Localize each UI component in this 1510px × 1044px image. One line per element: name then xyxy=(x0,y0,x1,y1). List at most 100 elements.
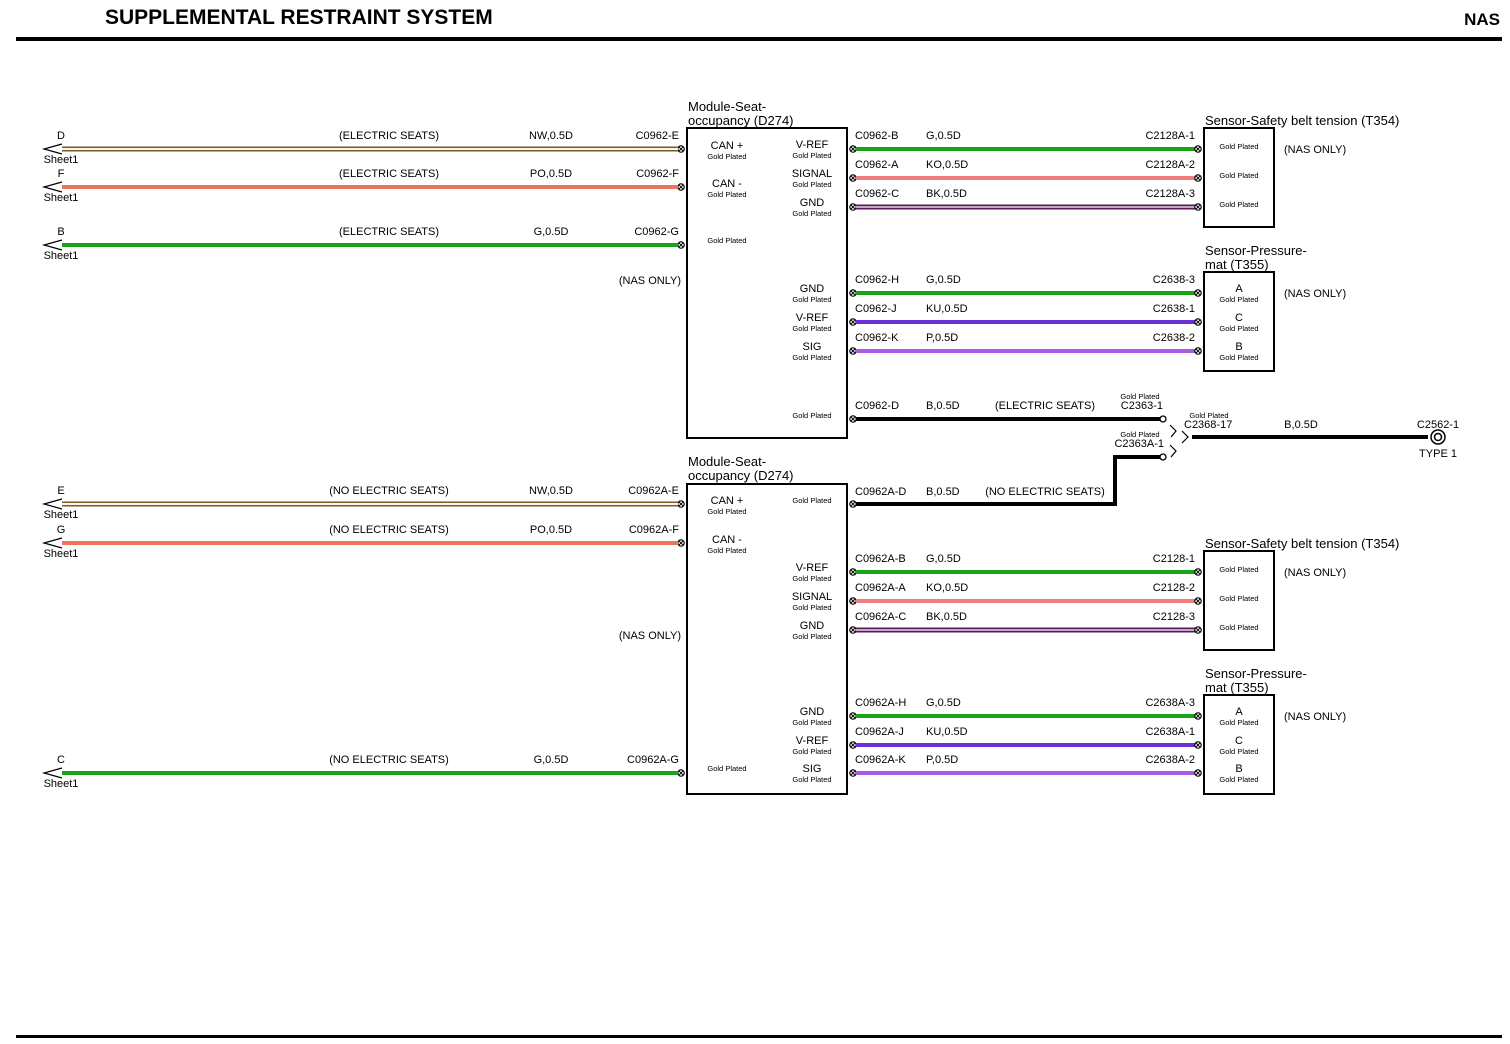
module-right-terminal-x2 xyxy=(850,319,856,325)
wire-code: PO,0.5D xyxy=(530,524,572,536)
sensor-belt-tension-box xyxy=(1203,550,1275,651)
connector-label: C2368-17 xyxy=(1184,419,1232,431)
sensor-terminal-x2 xyxy=(1195,598,1201,604)
module-left-terminal-x2 xyxy=(678,540,684,546)
module-right-terminal-x2 xyxy=(850,501,856,507)
splice-bracket xyxy=(1169,444,1177,458)
module-pin-name: GND xyxy=(800,706,825,718)
ground-terminal xyxy=(1159,453,1167,461)
wire-note: (ELECTRIC SEATS) xyxy=(339,226,439,238)
connector-label: C2638A-2 xyxy=(1145,754,1195,766)
sheet-ref-label: Sheet1 xyxy=(44,778,79,790)
module-pin-name: GND xyxy=(800,197,825,209)
gold-plated-label: Gold Plated xyxy=(792,324,831,333)
sheet-ref-label: Sheet1 xyxy=(44,154,79,166)
sheet-ref-label: Sheet1 xyxy=(44,192,79,204)
gold-plated-label: Gold Plated xyxy=(1219,353,1258,362)
market-label: NAS xyxy=(1464,10,1500,29)
gold-plated-label: Gold Plated xyxy=(707,152,746,161)
nas-only-label: (NAS ONLY) xyxy=(1284,288,1346,300)
module-pin-name: CAN - xyxy=(712,534,742,546)
module-pin-name: GND xyxy=(800,620,825,632)
connector-label: C0962-K xyxy=(855,332,899,344)
gold-plated-label: Gold Plated xyxy=(792,151,831,160)
connector-label: C0962-C xyxy=(855,188,899,200)
gold-plated-label: Gold Plated xyxy=(707,546,746,555)
sheet-ref-letter: E xyxy=(57,485,64,497)
module-right-terminal-x2 xyxy=(850,416,856,422)
gold-plated-label: Gold Plated xyxy=(1120,392,1159,401)
gold-plated-label: Gold Plated xyxy=(792,747,831,756)
module-pin-name: SIG xyxy=(803,341,822,353)
sensor-title-line: Sensor-Safety belt tension (T354) xyxy=(1205,113,1399,128)
gold-plated-label: Gold Plated xyxy=(792,209,831,218)
sensor-title-line: Sensor-Pressure- xyxy=(1205,243,1307,258)
sheet-ref-label: Sheet1 xyxy=(44,509,79,521)
module-right-terminal-x2 xyxy=(850,627,856,633)
sensor-title-line: Sensor-Pressure- xyxy=(1205,666,1307,681)
module-left-terminal-x2 xyxy=(678,770,684,776)
gold-plated-label: Gold Plated xyxy=(1219,594,1258,603)
module-right-terminal-x2 xyxy=(850,569,856,575)
sheet-ref-letter: G xyxy=(57,524,66,536)
sensor-title-line: mat (T355) xyxy=(1205,680,1269,695)
connector-label: C0962-G xyxy=(634,226,679,238)
ground-type-label: TYPE 1 xyxy=(1419,448,1457,460)
sensor-pressure-mat-box xyxy=(1203,694,1275,795)
sensor-terminal-x2 xyxy=(1195,770,1201,776)
module-pin-name: CAN - xyxy=(712,178,742,190)
sheet-arrow-icon xyxy=(41,181,63,193)
wire-code: B,0.5D xyxy=(926,486,960,498)
gold-plated-label: Gold Plated xyxy=(707,764,746,773)
connector-label: C0962A-B xyxy=(855,553,906,565)
gold-plated-label: Gold Plated xyxy=(707,190,746,199)
connector-label: C2638-3 xyxy=(1153,274,1195,286)
sensor-pin-name: B xyxy=(1235,763,1242,775)
sensor-pin-name: C xyxy=(1235,735,1243,747)
sensor-terminal-x2 xyxy=(1195,627,1201,633)
module-title-line: Module-Seat- xyxy=(688,454,766,469)
module-title-line: occupancy (D274) xyxy=(688,468,794,483)
connector-label: C2128-1 xyxy=(1153,553,1195,565)
module-left-terminal-x2 xyxy=(678,242,684,248)
connector-label: C2128-3 xyxy=(1153,611,1195,623)
module-pin-name: CAN + xyxy=(711,495,744,507)
gold-plated-label: Gold Plated xyxy=(1219,565,1258,574)
sensor-terminal-x2 xyxy=(1195,348,1201,354)
module-right-terminal-x2 xyxy=(850,742,856,748)
wire-code: G,0.5D xyxy=(926,553,961,565)
gold-plated-label: Gold Plated xyxy=(1219,200,1258,209)
connector-label: C2128-2 xyxy=(1153,582,1195,594)
sensor-terminal-x2 xyxy=(1195,204,1201,210)
wire-code: B,0.5D xyxy=(1284,419,1318,431)
module-title-line: Module-Seat- xyxy=(688,99,766,114)
sensor-terminal-x2 xyxy=(1195,290,1201,296)
module-left-terminal-x2 xyxy=(678,501,684,507)
wire-code: NW,0.5D xyxy=(529,130,573,142)
sensor-terminal-x2 xyxy=(1195,742,1201,748)
module-right-terminal-x2 xyxy=(850,348,856,354)
sensor-terminal-x2 xyxy=(1195,713,1201,719)
nas-only-label: (NAS ONLY) xyxy=(619,630,681,642)
gold-plated-label: Gold Plated xyxy=(792,775,831,784)
connector-label: C0962-E xyxy=(636,130,679,142)
gold-plated-label: Gold Plated xyxy=(707,236,746,245)
connector-label: C2562-1 xyxy=(1417,419,1459,431)
connector-label: C2638-2 xyxy=(1153,332,1195,344)
wire-note: (NO ELECTRIC SEATS) xyxy=(329,754,449,766)
wire-code: G,0.5D xyxy=(926,274,961,286)
wire-code: KU,0.5D xyxy=(926,726,968,738)
gold-plated-label: Gold Plated xyxy=(792,411,831,420)
wire-note: (ELECTRIC SEATS) xyxy=(995,400,1095,412)
module-right-terminal-x2 xyxy=(850,290,856,296)
connector-label: C2363A-1 xyxy=(1114,438,1164,450)
sheet-arrow-icon xyxy=(41,537,63,549)
module-right-terminal-x2 xyxy=(850,146,856,152)
sheet-ref-letter: D xyxy=(57,130,65,142)
sheet-ref-label: Sheet1 xyxy=(44,548,79,560)
sensor-pin-name: B xyxy=(1235,341,1242,353)
sheet-ref-label: Sheet1 xyxy=(44,250,79,262)
wire-code: BK,0.5D xyxy=(926,611,967,623)
module-left-terminal-x2 xyxy=(678,146,684,152)
